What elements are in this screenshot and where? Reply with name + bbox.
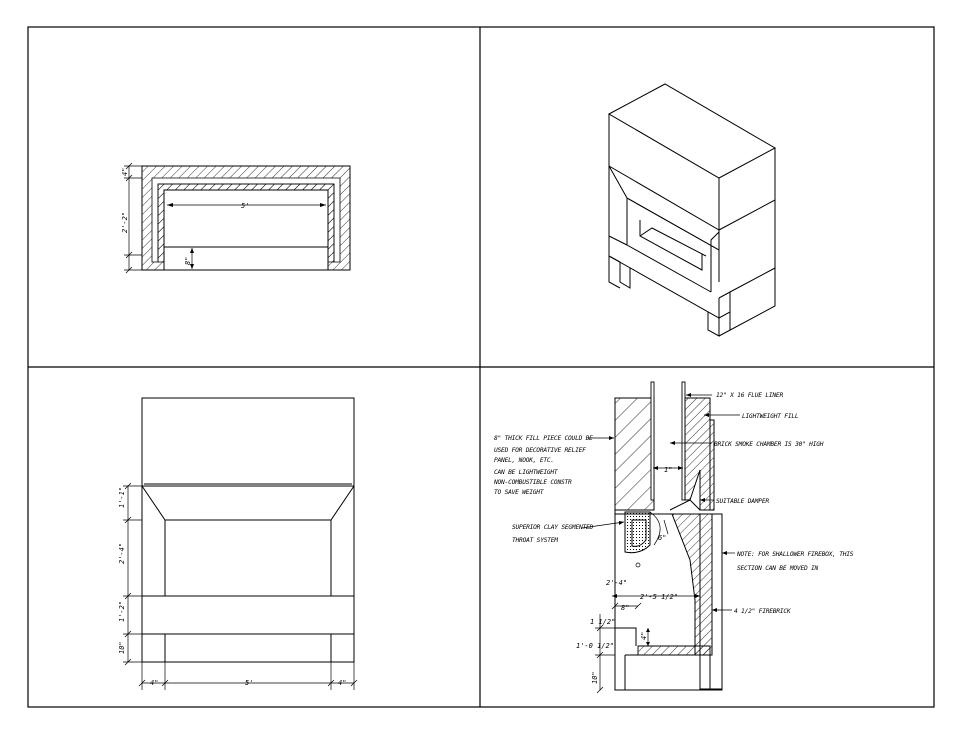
note-flue-liner: 12" X 16 FLUE LINER — [716, 392, 783, 399]
note-lightweight-2: NON-COMBUSTIBLE CONSTR — [493, 479, 572, 486]
elevation-width-dim: 5' — [245, 679, 253, 687]
elevation-dims: 1'-1" 2'-4" 1'-2" 10" 4" 5' 4" — [118, 482, 358, 690]
elevation-right-pier-dim: 4" — [338, 679, 346, 687]
section-floor-dim: 1'-0 1/2" — [576, 642, 614, 650]
note-firebrick: 4 1/2" FIREBRICK — [734, 608, 792, 615]
plan-width-dim: 5' — [241, 202, 249, 210]
section-base-dim: 10" — [591, 671, 599, 684]
section-throat-dim: 6" — [658, 534, 666, 542]
note-shallower-1: NOTE: FOR SHALLOWER FIREBOX, THIS — [736, 551, 854, 558]
section-dims: 1" 6" 2'-4" 2'-5 1/2" 8" 1 1/2" 4" 1'-0 … — [576, 466, 678, 684]
section-view — [614, 381, 723, 691]
elevation-opening-dim: 2'-4" — [118, 543, 126, 564]
note-lightweight-3: TO SAVE WEIGHT — [494, 489, 545, 496]
section-height-dim: 2'-4" — [606, 579, 627, 587]
plan-view: 5' 4" 2'-2" 8" — [121, 162, 351, 274]
section-leaders — [581, 393, 740, 694]
section-firebox-depth-dim: 2'-5 1/2" — [640, 593, 678, 601]
section-step-dim: 4" — [640, 632, 648, 640]
elevation-left-pier-dim: 4" — [150, 679, 158, 687]
note-fill-piece-1: 8" THICK FILL PIECE COULD BE — [494, 435, 593, 442]
elevation-hearth-band-dim: 1'-2" — [118, 601, 126, 622]
elevation-base-dim: 10" — [118, 641, 126, 654]
elevation-lintel-dim: 1'-1" — [118, 487, 126, 508]
note-lightweight-fill: LIGHTWEIGHT FILL — [742, 413, 799, 420]
isometric-view — [607, 83, 777, 337]
section-liner-gap-dim: 1" — [664, 466, 672, 474]
front-elevation — [141, 397, 355, 663]
section-ledge-dim: 1 1/2" — [590, 618, 615, 626]
note-fill-piece-2: USED FOR DECORATIVE RELIEF — [494, 447, 586, 454]
note-fill-piece-3: PANEL, NOOK, ETC. — [494, 457, 554, 464]
plan-top-thickness-dim: 4" — [121, 168, 129, 176]
section-hearth-ext-dim: 8" — [621, 604, 629, 612]
plan-hearth-dim: 8" — [184, 257, 192, 265]
note-throat-2: THROAT SYSTEM — [512, 537, 558, 544]
note-damper: SUITABLE DAMPER — [716, 498, 769, 505]
plan-depth-dim: 2'-2" — [121, 212, 129, 233]
note-smoke-chamber: BRICK SMOKE CHAMBER IS 30" HIGH — [714, 441, 824, 448]
note-lightweight-1: CAN BE LIGHTWEIGHT — [494, 469, 559, 476]
note-throat-1: SUPERIOR CLAY SEGMENTED — [512, 524, 594, 531]
note-shallower-2: SECTION CAN BE MOVED IN — [737, 565, 819, 572]
section-notes: 12" X 16 FLUE LINER LIGHTWEIGHT FILL 8" … — [493, 392, 854, 615]
